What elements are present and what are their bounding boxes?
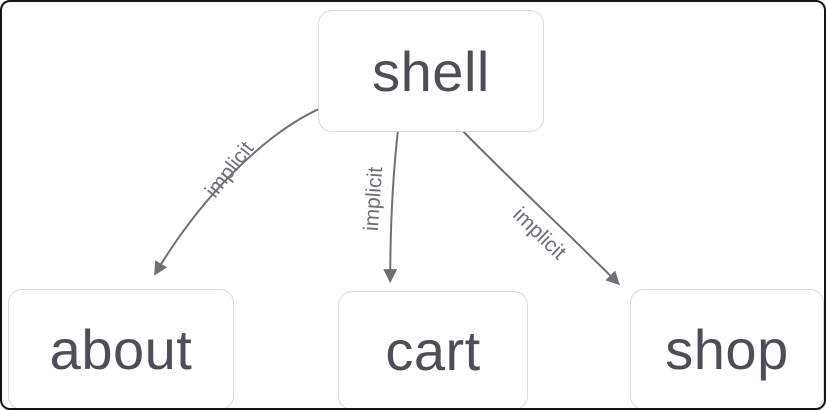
node-about: about: [8, 289, 234, 408]
edge-label-implicit-cart: implicit: [359, 166, 388, 232]
node-about-label: about: [49, 318, 193, 381]
edge-label-implicit-about: implicit: [200, 137, 259, 203]
node-shell: shell: [318, 10, 544, 132]
edge-shell-to-about: [154, 108, 320, 276]
edge-shell-to-shop: [459, 128, 620, 286]
node-shell-label: shell: [372, 39, 490, 103]
node-shop: shop: [630, 289, 824, 408]
node-cart-label: cart: [385, 319, 481, 382]
node-shop-label: shop: [665, 318, 789, 381]
edge-label-implicit-shop: implicit: [508, 203, 571, 265]
node-cart: cart: [338, 291, 528, 408]
edge-shell-to-cart: [383, 128, 400, 284]
